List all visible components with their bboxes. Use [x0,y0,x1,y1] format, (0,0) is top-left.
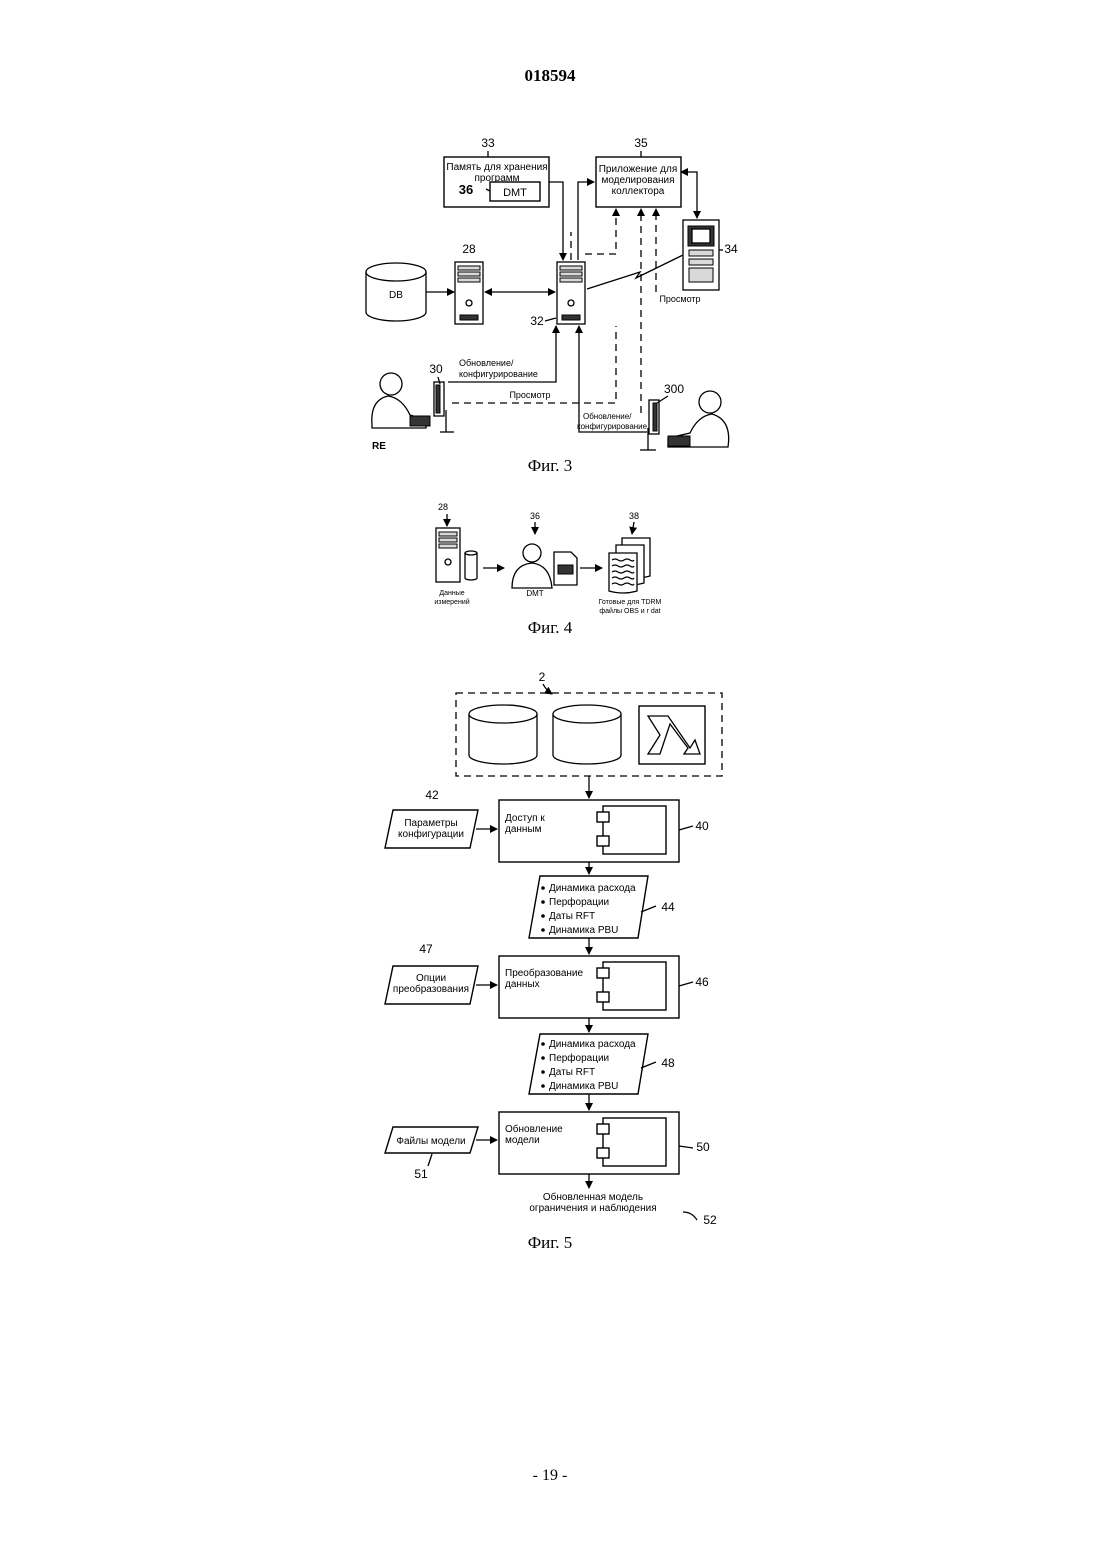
fig4-dmt-label: DMT [526,589,543,598]
measurement-server [436,528,477,582]
ref-51: 51 [414,1167,428,1181]
ref-34: 34 [724,242,738,256]
input-conversion-options: Опции преобразования [385,966,478,1004]
figure-3: Память для хранения программ DMT 33 36 П… [366,136,738,452]
data-list-48: Динамика расхода Перфорации Даты RFT Дин… [529,1034,648,1094]
update2-label-line1: Обновление/ [583,412,632,421]
spreadsheet-icon [639,706,705,764]
ref-40: 40 [695,819,709,833]
re-label: RE [372,441,386,452]
access-line1: Доступ к [505,813,545,824]
update-line2: модели [505,1135,540,1146]
fig5-caption: Фиг. 5 [0,1233,1100,1253]
update-label-line1: Обновление/ [459,358,514,368]
result-line2: ограничения и наблюдения [529,1202,656,1214]
ref-50: 50 [696,1140,710,1154]
list-b-1: Перфорации [549,1052,609,1064]
page-footer-number: - 19 - [0,1467,1100,1485]
ref-42: 42 [425,788,439,802]
block-data-conversion: Преобразование данных [499,956,679,1018]
dmt-person [512,544,577,588]
result-line1: Обновленная модель [543,1191,643,1203]
ref-2: 2 [539,670,546,684]
app-label-line1: Приложение для [599,164,678,175]
source-db-2 [553,705,621,764]
update-label-line2: конфигурирование [459,369,538,379]
list-a-2: Даты RFT [549,911,595,922]
dmt-label: DMT [503,187,527,199]
fig4-ref-36: 36 [530,511,540,521]
fig4-ref-38: 38 [629,511,639,521]
list-a-0: Динамика расхода [549,883,636,894]
db-label: DB [389,290,403,301]
view-label-right: Просмотр [659,294,700,304]
view-label-bottom: Просмотр [509,390,550,400]
storage-label-line1: Память для хранения [446,162,547,173]
ref-48: 48 [661,1056,675,1070]
workstation-34 [683,220,719,290]
server-32 [557,262,585,324]
ref-300: 300 [664,382,684,396]
config-line2: конфигурации [398,828,464,840]
block-model-update: Обновление модели [499,1112,679,1174]
ref-52: 52 [703,1213,717,1227]
ref-28: 28 [462,242,476,256]
measure-line2: измерений [434,598,469,606]
output-files-stack [609,538,650,593]
figure-5: 2 Доступ к данным [385,670,722,1227]
model-files-label: Файлы модели [396,1136,465,1147]
convert-line1: Преобразование [505,967,584,979]
fig4-ref-28: 28 [438,502,448,512]
list-b-2: Даты RFT [549,1067,595,1078]
source-db-1 [469,705,537,764]
block-data-access: Доступ к данным [499,800,679,862]
ref-44: 44 [661,900,675,914]
access-line2: данным [505,824,542,835]
input-model-files: Файлы модели [385,1127,478,1153]
user-re-workstation [372,373,454,432]
update2-label-line2: конфигурирование [577,422,648,431]
figure-4: 28 Данные измерений 36 DMT [434,502,661,615]
ref-47: 47 [419,942,433,956]
list-a-3: Динамика PBU [549,925,618,936]
list-a-1: Перфорации [549,896,609,908]
fig4-caption: Фиг. 4 [0,618,1100,638]
options-line2: преобразования [393,983,469,995]
app-label-line2: моделирования [601,175,674,186]
options-line1: Опции [416,973,446,984]
config-line1: Параметры [404,818,457,829]
ready-line1: Готовые для TDRM [599,599,662,606]
reservoir-app-box: Приложение для моделирования коллектора [596,157,681,207]
list-b-0: Динамика расхода [549,1039,636,1050]
database-cylinder: DB [366,263,426,321]
ref-30: 30 [429,362,443,376]
ref-35: 35 [634,136,648,150]
update-line1: Обновление [505,1123,563,1135]
ref-36: 36 [459,182,473,197]
ref-46: 46 [695,975,709,989]
fig3-caption: Фиг. 3 [0,456,1100,476]
convert-line2: данных [505,979,540,990]
input-config-params: Параметры конфигурации [385,810,478,848]
server-28 [455,262,483,324]
ref-33: 33 [481,136,495,150]
data-list-44: Динамика расхода Перфорации Даты RFT Дин… [529,876,648,938]
list-b-3: Динамика PBU [549,1081,618,1092]
ready-line2: файлы OBS и r dat [599,607,660,615]
user-300-workstation [640,391,729,450]
ref-32: 32 [530,314,544,328]
measure-line1: Данные [439,590,464,597]
app-label-line3: коллектора [612,186,665,197]
